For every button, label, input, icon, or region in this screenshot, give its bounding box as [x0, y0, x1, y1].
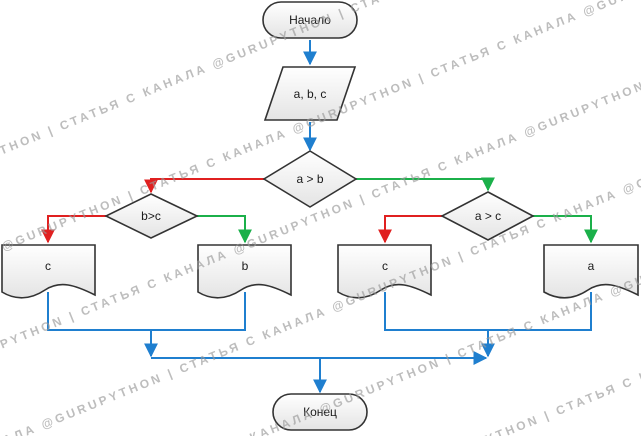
- edge-cond-ac-true: [533, 215, 598, 244]
- label-cond-ac: a > c: [475, 209, 501, 223]
- label-start: Начало: [289, 13, 331, 27]
- node-cond-bc[interactable]: [104, 193, 199, 239]
- labels: Начало a, b, c a > b b>c a > c c b c a К…: [45, 13, 595, 419]
- label-end: Конец: [303, 405, 337, 419]
- node-out-a[interactable]: [543, 244, 639, 299]
- node-out-c2[interactable]: [337, 244, 432, 299]
- node-out-b[interactable]: [197, 244, 292, 299]
- label-out-c2: c: [382, 259, 388, 273]
- label-out-c1: c: [45, 259, 51, 273]
- label-cond-ab: a > b: [296, 172, 323, 186]
- node-cond-ab[interactable]: [262, 150, 358, 208]
- node-start[interactable]: [262, 1, 358, 39]
- edge-cond-bc-true: [197, 215, 252, 244]
- node-end[interactable]: [272, 393, 368, 431]
- label-out-b: b: [242, 259, 249, 273]
- edge-cond-bc-false: [41, 215, 106, 244]
- edge-cond-ab-false: [144, 178, 264, 194]
- edge-merge-left: [47, 292, 246, 331]
- connectors: [41, 40, 598, 394]
- node-out-c1[interactable]: [1, 244, 96, 299]
- node-cond-ac[interactable]: [440, 191, 535, 241]
- node-input[interactable]: [263, 66, 357, 121]
- label-cond-bc: b>c: [141, 209, 161, 223]
- edge-cond-ac-false: [378, 215, 442, 244]
- label-input: a, b, c: [294, 87, 327, 101]
- edge-cond-ab-true: [356, 177, 495, 192]
- label-out-a: a: [588, 259, 595, 273]
